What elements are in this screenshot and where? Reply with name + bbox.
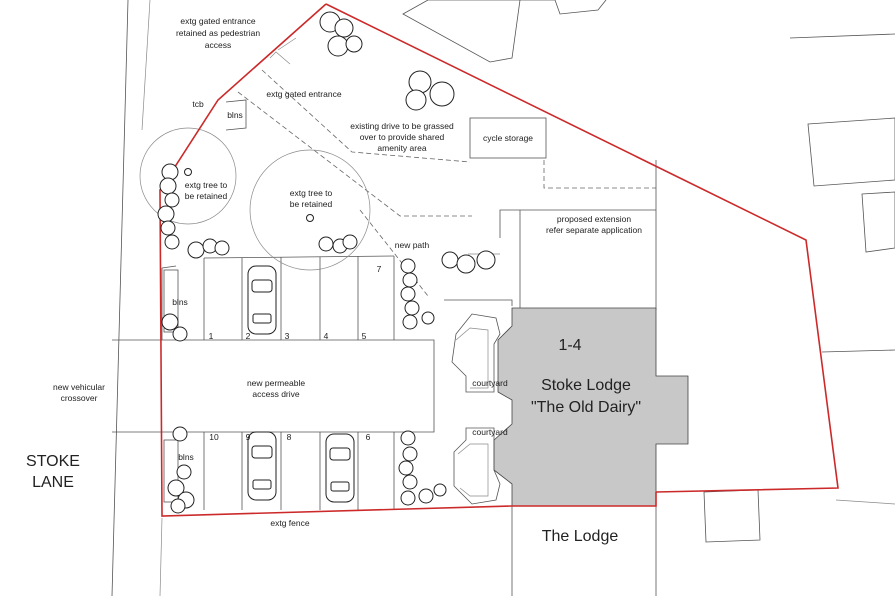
bay-number: 7 [377,264,382,274]
shrub [433,483,447,497]
building-alias: "The Old Dairy" [531,399,641,416]
cars [247,265,355,503]
bay-number: 3 [285,331,290,341]
shrub [164,192,180,208]
proposed-extension-line-2: refer separate application [546,225,642,235]
cycle-storage [469,117,547,159]
stoke-lodge-building [451,307,689,507]
shrub [398,460,414,476]
shrub [400,286,416,302]
fence-label: extg fence [270,518,309,528]
proposed-extension-line-1: proposed extension [557,214,631,224]
the-lodge-label: The Lodge [542,528,619,545]
bay-number: 2 [246,331,251,341]
shrub [400,490,416,506]
shrub [408,70,432,94]
tree-left-line-1: extg tree to [185,180,228,190]
bay-number: 5 [362,331,367,341]
gated-pedestrian-line-1: extg gated entrance [180,16,255,26]
road-name-line-2: LANE [32,474,74,491]
crossover-line-2: crossover [61,393,98,403]
shrub [402,474,418,490]
parked-car [325,433,355,503]
gated-entrance-label: extg gated entrance [266,89,341,99]
shrub [172,326,188,342]
access-drive-line-2: access drive [252,389,300,399]
shrub [402,272,418,288]
shrub [187,241,205,259]
cycle-storage-label: cycle storage [483,133,533,143]
shrub [167,479,185,497]
bay-number: 1 [209,331,214,341]
shrub [429,81,455,107]
new-path-label: new path [395,240,430,250]
shrub [342,234,358,250]
blns-left-label: blns [172,297,188,307]
shrub [402,446,418,462]
tree-center-line-2: be retained [290,199,333,209]
parking-layout [161,99,435,510]
parked-car [247,431,277,501]
tcb-label: tcb [192,99,204,109]
bay-number: 6 [366,432,371,442]
drive-grassed-line-1: existing drive to be grassed [350,121,454,131]
shrub [157,205,175,223]
tree-center-line-1: extg tree to [290,188,333,198]
shrub [159,177,177,195]
drive-grassed-line-2: over to provide shared [360,132,445,142]
crossover-line-1: new vehicular [53,382,105,392]
shrub [160,220,176,236]
road-edges [111,0,163,596]
bay-number: 4 [324,331,329,341]
shrub [402,314,418,330]
shrub [164,234,180,250]
shrub [421,311,435,325]
courtyard-label-2: courtyard [472,427,508,437]
shrub [170,498,186,514]
bay-number: 10 [209,432,219,442]
labels: extg gated entrance retained as pedestri… [26,16,642,545]
tree-canopies [139,127,371,271]
shrub [161,313,179,331]
shrub [318,236,334,252]
shrub [334,18,354,38]
shrub [456,254,476,274]
shrub [176,464,192,480]
shrub [441,251,459,269]
shrub [345,35,363,53]
gated-pedestrian-line-2: retained as pedestrian [176,28,260,38]
road-name-line-1: STOKE [26,453,80,470]
units-label: 1-4 [558,337,581,354]
parked-car [247,265,277,335]
courtyard-label-1: courtyard [472,378,508,388]
shrub [400,258,416,274]
blns-bottom-label: blns [178,452,194,462]
shrub [405,89,427,111]
building-name: Stoke Lodge [541,377,631,394]
bay-number: 8 [287,432,292,442]
tree-left-line-2: be retained [185,191,228,201]
bay-number: 9 [246,432,251,442]
shrub [327,35,349,57]
shrub [476,250,496,270]
gated-pedestrian-line-3: access [205,40,231,50]
access-drive-line-1: new permeable [247,378,305,388]
bay-numbers: 1 2 3 4 5 7 10 9 8 6 [209,264,382,442]
shrub [404,300,420,316]
shrub [161,163,179,181]
site-boundary [159,3,839,517]
shrub [400,430,416,446]
shrub [172,426,188,442]
trees [157,11,496,514]
shrub [418,488,434,504]
proposed-extension [499,160,657,310]
drive-grassed-line-3: amenity area [377,143,426,153]
shrub [214,240,230,256]
blns-top-label: blns [227,110,243,120]
